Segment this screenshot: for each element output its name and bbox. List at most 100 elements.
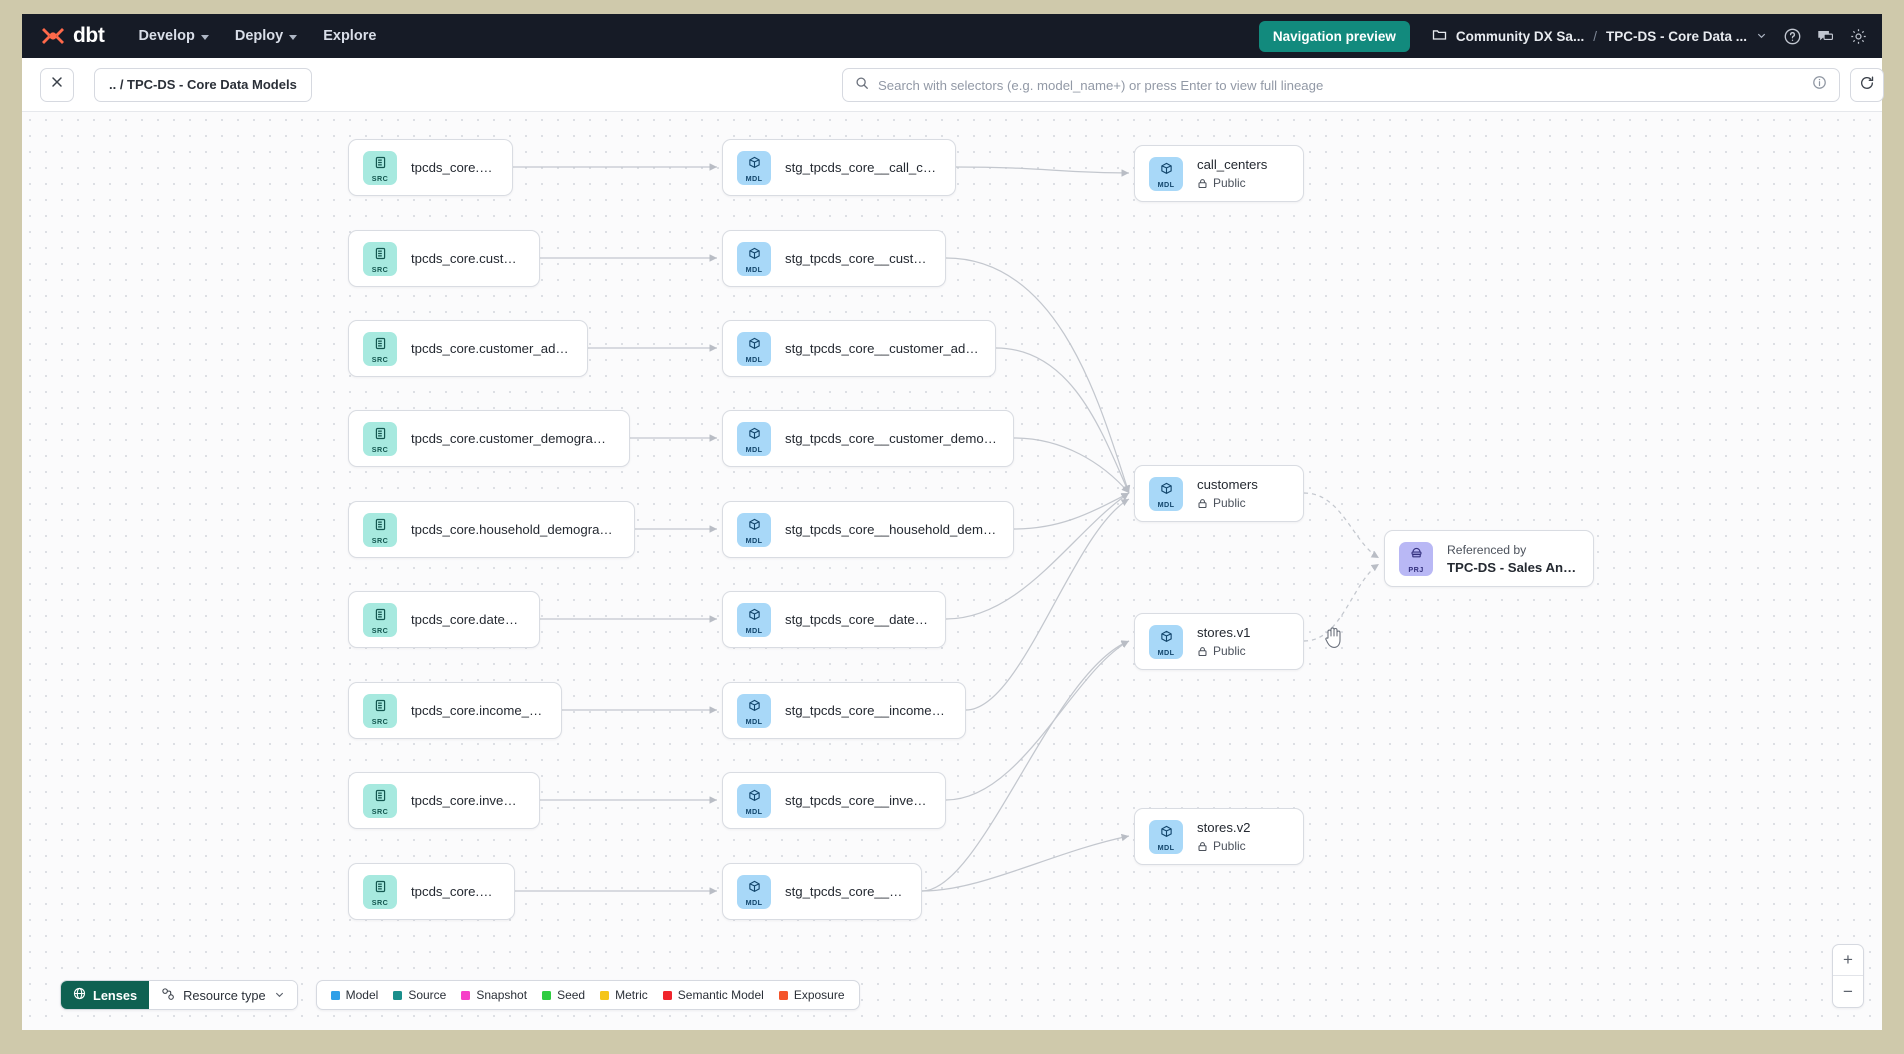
node-text: stg_tpcds_core__customer_demogra... bbox=[785, 431, 997, 446]
mdl-badge-label: MDL bbox=[745, 897, 763, 907]
legend-item-snapshot[interactable]: Snapshot bbox=[461, 988, 527, 1002]
lenses-button[interactable]: Lenses bbox=[61, 981, 150, 1009]
lineage-node-source[interactable]: SRC tpcds_core.inventory bbox=[348, 772, 540, 829]
src-badge: SRC bbox=[363, 331, 397, 366]
lineage-node-model[interactable]: MDL stg_tpcds_core__customer_demogra... bbox=[722, 410, 1014, 467]
node-title: TPC-DS - Sales Analytics bbox=[1447, 559, 1577, 575]
lineage-node-source[interactable]: SRC tpcds_core.call_center bbox=[348, 139, 513, 196]
lineage-node-model[interactable]: MDL stg_tpcds_core__store bbox=[722, 863, 922, 920]
lineage-node-source[interactable]: SRC tpcds_core.household_demographics bbox=[348, 501, 635, 558]
lineage-node-project[interactable]: PRJ Referenced by TPC-DS - Sales Analyti… bbox=[1384, 530, 1594, 587]
node-text: stg_tpcds_core__household_demogr... bbox=[785, 522, 997, 537]
lineage-canvas[interactable]: SRC tpcds_core.call_center SRC tpcds_cor… bbox=[22, 112, 1882, 1030]
lock-icon bbox=[1197, 498, 1208, 509]
node-title: tpcds_core.customer bbox=[411, 251, 523, 266]
node-visibility: Public bbox=[1197, 176, 1267, 190]
lineage-node-model[interactable]: MDL stg_tpcds_core__customer_address bbox=[722, 320, 996, 377]
breadcrumb-separator: / bbox=[1593, 28, 1597, 44]
legend-item-exposure[interactable]: Exposure bbox=[778, 988, 845, 1002]
mdl-badge-label: MDL bbox=[1157, 842, 1175, 852]
legend-item-model[interactable]: Model bbox=[330, 988, 378, 1002]
lineage-node-source[interactable]: SRC tpcds_core.customer bbox=[348, 230, 540, 287]
lens-icon bbox=[73, 987, 86, 1003]
dbt-logo[interactable]: dbt bbox=[40, 23, 105, 49]
help-icon[interactable] bbox=[1783, 27, 1802, 46]
mdl-badge-label: MDL bbox=[745, 264, 763, 274]
src-badge: SRC bbox=[363, 150, 397, 185]
lineage-node-source[interactable]: SRC tpcds_core.date_dim bbox=[348, 591, 540, 648]
navigation-preview-button[interactable]: Navigation preview bbox=[1258, 20, 1410, 52]
lineage-node-source[interactable]: SRC tpcds_core.income_band bbox=[348, 682, 562, 739]
lineage-node-model[interactable]: MDL stg_tpcds_core__date_dim bbox=[722, 591, 946, 648]
breadcrumb-chip[interactable]: .. / TPC-DS - Core Data Models bbox=[94, 67, 312, 102]
lineage-node-model[interactable]: MDL stg_tpcds_core__household_demogr... bbox=[722, 501, 1014, 558]
legend-item-semantic-model[interactable]: Semantic Model bbox=[662, 988, 764, 1002]
zoom-out-button[interactable]: − bbox=[1843, 981, 1853, 1001]
mdl-badge: MDL bbox=[737, 241, 771, 276]
lineage-node-public-model[interactable]: MDL stores.v2 Public bbox=[1134, 808, 1304, 865]
node-title: tpcds_core.date_dim bbox=[411, 612, 523, 627]
model-cube-icon bbox=[748, 789, 761, 806]
legend-item-source[interactable]: Source bbox=[393, 988, 446, 1002]
chevron-down-icon[interactable] bbox=[1756, 29, 1767, 44]
zoom-in-button[interactable]: + bbox=[1833, 945, 1863, 976]
node-text: stg_tpcds_core__customer_address bbox=[785, 341, 979, 356]
model-cube-icon bbox=[1160, 482, 1173, 499]
feedback-icon[interactable] bbox=[1816, 27, 1835, 46]
node-text: customers Public bbox=[1197, 477, 1258, 510]
mdl-badge: MDL bbox=[1149, 476, 1183, 511]
legend-item-seed[interactable]: Seed bbox=[542, 988, 585, 1002]
search-bar[interactable] bbox=[842, 68, 1840, 102]
close-button[interactable] bbox=[40, 67, 74, 102]
resource-type-icon bbox=[161, 987, 175, 1004]
account-name[interactable]: Community DX Sa... bbox=[1455, 28, 1585, 44]
lineage-node-public-model[interactable]: MDL customers Public bbox=[1134, 465, 1304, 522]
lineage-node-model[interactable]: MDL stg_tpcds_core__customer bbox=[722, 230, 946, 287]
lens-controls: Lenses Resource type bbox=[60, 980, 298, 1010]
lineage-node-public-model[interactable]: MDL call_centers Public bbox=[1134, 145, 1304, 202]
legend-item-metric[interactable]: Metric bbox=[600, 988, 648, 1002]
src-badge-label: SRC bbox=[371, 535, 389, 545]
model-cube-icon bbox=[748, 699, 761, 716]
node-title: stg_tpcds_core__customer_demogra... bbox=[785, 431, 997, 446]
node-title: tpcds_core.income_band bbox=[411, 703, 545, 718]
account-breadcrumb: Community DX Sa... / TPC-DS - Core Data … bbox=[1432, 27, 1767, 45]
lineage-node-model[interactable]: MDL stg_tpcds_core__call_center bbox=[722, 139, 956, 196]
lineage-node-source[interactable]: SRC tpcds_core.customer_demographics bbox=[348, 410, 630, 467]
info-icon[interactable] bbox=[1812, 75, 1827, 95]
source-icon bbox=[374, 518, 387, 535]
mdl-badge: MDL bbox=[737, 512, 771, 547]
mdl-badge-label: MDL bbox=[745, 444, 763, 454]
lineage-node-public-model[interactable]: MDL stores.v1 Public bbox=[1134, 613, 1304, 670]
lineage-node-source[interactable]: SRC tpcds_core.store bbox=[348, 863, 515, 920]
nav-item-explore[interactable]: Explore bbox=[323, 28, 376, 44]
node-title: tpcds_core.customer_address bbox=[411, 341, 571, 356]
mdl-badge-label: MDL bbox=[745, 716, 763, 726]
node-text: stores.v1 Public bbox=[1197, 625, 1251, 658]
src-badge: SRC bbox=[363, 693, 397, 728]
nav-item-deploy[interactable]: Deploy bbox=[235, 28, 298, 44]
mdl-badge: MDL bbox=[737, 150, 771, 185]
node-text: stg_tpcds_core__customer bbox=[785, 251, 929, 266]
src-badge-label: SRC bbox=[371, 444, 389, 454]
prj-badge-label: PRJ bbox=[1408, 564, 1424, 574]
node-visibility-label: Public bbox=[1213, 496, 1246, 510]
mdl-badge-label: MDL bbox=[745, 173, 763, 183]
lineage-node-model[interactable]: MDL stg_tpcds_core__income_band bbox=[722, 682, 966, 739]
legend-swatch bbox=[542, 990, 552, 1000]
node-title: customers bbox=[1197, 477, 1258, 492]
nav-item-develop[interactable]: Develop bbox=[138, 28, 209, 44]
resource-type-dropdown[interactable]: Resource type bbox=[149, 981, 297, 1009]
project-name[interactable]: TPC-DS - Core Data ... bbox=[1605, 28, 1747, 44]
lineage-node-model[interactable]: MDL stg_tpcds_core__inventory bbox=[722, 772, 946, 829]
chevron-down-icon bbox=[274, 988, 285, 1003]
model-cube-icon bbox=[1160, 162, 1173, 179]
gear-icon[interactable] bbox=[1849, 27, 1868, 46]
model-cube-icon bbox=[748, 880, 761, 897]
search-input[interactable] bbox=[878, 77, 1803, 93]
legend-label: Exposure bbox=[793, 988, 845, 1002]
mdl-badge: MDL bbox=[1149, 624, 1183, 659]
lineage-node-source[interactable]: SRC tpcds_core.customer_address bbox=[348, 320, 588, 377]
mdl-badge: MDL bbox=[737, 783, 771, 818]
refresh-button[interactable] bbox=[1850, 68, 1884, 102]
